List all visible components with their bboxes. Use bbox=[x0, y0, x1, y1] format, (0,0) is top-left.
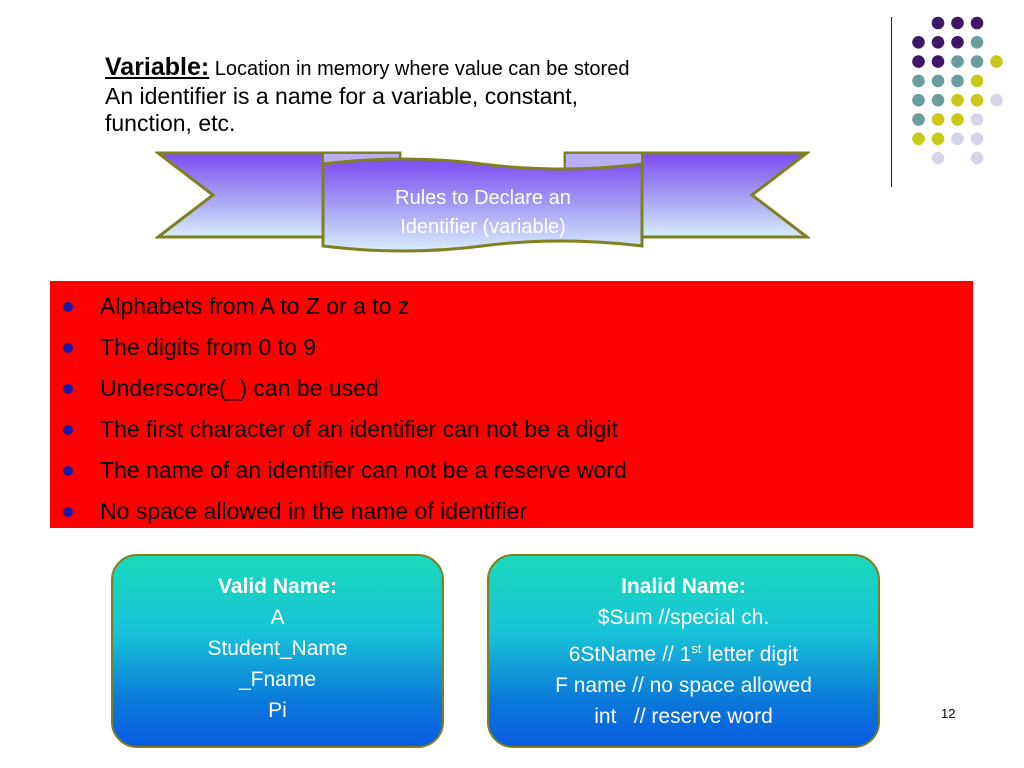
ribbon-banner bbox=[155, 151, 810, 253]
rule-text: No space allowed in the name of identifi… bbox=[100, 498, 528, 524]
decorative-dot bbox=[970, 16, 984, 30]
bullet-icon bbox=[63, 466, 73, 476]
intro-line-1: Variable: Location in memory where value… bbox=[105, 54, 765, 83]
valid-name-item: Student_Name bbox=[207, 637, 348, 660]
decorative-dot bbox=[931, 36, 945, 49]
decorative-dot bbox=[912, 74, 925, 88]
bullet-icon bbox=[63, 384, 73, 394]
valid-names-box: Valid Name: A Student_Name _Fname Pi bbox=[111, 554, 444, 748]
rule-item: Underscore(_) can be used bbox=[50, 373, 973, 414]
bullet-icon bbox=[63, 302, 73, 312]
decorative-dot bbox=[951, 36, 964, 49]
bullet-icon bbox=[63, 425, 73, 435]
decorative-dot bbox=[990, 93, 1003, 107]
decorative-dot bbox=[912, 36, 925, 49]
decorative-dot bbox=[951, 132, 964, 146]
ribbon-center bbox=[321, 157, 644, 253]
decorative-dot bbox=[931, 151, 945, 165]
valid-name-item: Pi bbox=[268, 699, 287, 722]
decorative-dot bbox=[970, 74, 984, 88]
invalid-name-item: F name // no space allowed bbox=[555, 674, 812, 697]
decorative-dot bbox=[931, 132, 945, 146]
decorative-dot bbox=[931, 55, 945, 68]
rule-text: The digits from 0 to 9 bbox=[100, 334, 317, 360]
banner-line-2: Identifier (variable) bbox=[400, 216, 566, 238]
decorative-dot bbox=[970, 55, 984, 68]
decorative-dot bbox=[912, 55, 925, 68]
invalid-name-part: letter digit bbox=[701, 643, 799, 666]
valid-name-item: _Fname bbox=[238, 668, 317, 691]
rules-list: Alphabets from A to Z or a to z The digi… bbox=[50, 291, 973, 537]
decorative-dot bbox=[970, 132, 984, 146]
decorative-dot bbox=[990, 55, 1003, 68]
decorative-dot bbox=[951, 16, 964, 30]
decorative-dot bbox=[951, 93, 964, 107]
variable-definition: Location in memory where value can be st… bbox=[209, 58, 630, 80]
decorative-dot bbox=[912, 113, 925, 126]
bullet-icon bbox=[63, 507, 73, 517]
rules-panel: Alphabets from A to Z or a to z The digi… bbox=[50, 281, 973, 528]
decorative-dot bbox=[931, 113, 945, 126]
decorative-dot bbox=[931, 93, 945, 107]
banner-line-1: Rules to Declare an bbox=[395, 187, 571, 209]
divider-line bbox=[891, 17, 892, 187]
rule-item: The name of an identifier can not be a r… bbox=[50, 455, 973, 496]
intro-line-3: function, etc. bbox=[105, 110, 236, 136]
decorative-dot bbox=[951, 74, 964, 88]
variable-term: Variable: bbox=[105, 53, 210, 81]
invalid-name-item: 6StName // 1st letter digit bbox=[489, 633, 878, 670]
bullet-icon bbox=[63, 343, 73, 353]
invalid-name-part: 6StName // 1 bbox=[568, 643, 692, 666]
rule-text: The first character of an identifier can… bbox=[100, 416, 618, 442]
decorative-dot bbox=[970, 151, 984, 165]
decorative-dot bbox=[951, 113, 964, 126]
banner-title: Rules to Declare an Identifier (variable… bbox=[330, 184, 636, 242]
invalid-name-item: $Sum //special ch. bbox=[597, 606, 770, 629]
decorative-dot bbox=[931, 16, 945, 30]
valid-names-title: Valid Name: bbox=[217, 575, 338, 598]
intro-line-2: An identifier is a name for a variable, … bbox=[105, 83, 579, 109]
rule-item: Alphabets from A to Z or a to z bbox=[50, 291, 973, 332]
valid-name-item: A bbox=[270, 606, 285, 629]
ordinal-suffix: st bbox=[691, 641, 702, 656]
decorative-dot bbox=[951, 55, 964, 68]
invalid-names-title: Inalid Name: bbox=[621, 575, 746, 598]
invalid-name-item: int // reserve word bbox=[594, 705, 773, 728]
decorative-dot bbox=[931, 74, 945, 88]
invalid-names-box: Inalid Name: $Sum //special ch. 6StName … bbox=[487, 554, 880, 748]
rule-text: Underscore(_) can be used bbox=[100, 375, 379, 401]
intro-text: Variable: Location in memory where value… bbox=[105, 54, 765, 137]
decorative-dot bbox=[970, 36, 984, 49]
rule-item: No space allowed in the name of identifi… bbox=[50, 496, 973, 537]
decorative-dot bbox=[912, 93, 925, 107]
decorative-dot bbox=[912, 132, 925, 146]
rule-item: The digits from 0 to 9 bbox=[50, 332, 973, 373]
rule-text: Alphabets from A to Z or a to z bbox=[100, 293, 410, 319]
decorative-dot bbox=[970, 93, 984, 107]
rule-text: The name of an identifier can not be a r… bbox=[100, 457, 627, 483]
rule-item: The first character of an identifier can… bbox=[50, 414, 973, 455]
page-number: 12 bbox=[941, 706, 956, 721]
decorative-dot bbox=[970, 113, 984, 126]
